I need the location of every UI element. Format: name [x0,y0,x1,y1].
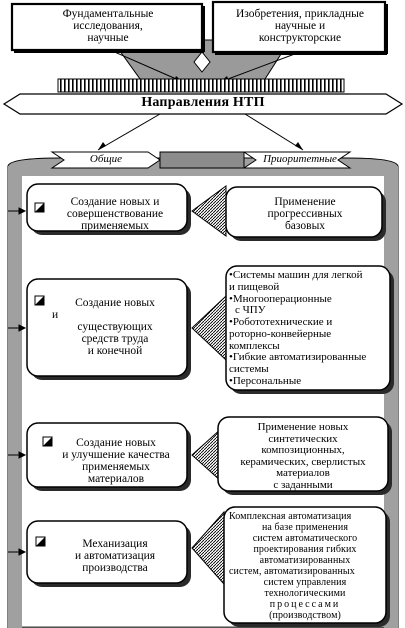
left-box-line: производства [82,562,148,575]
left-box-line: Создание новых [75,297,155,309]
left-box-line: применяемых [81,220,149,233]
right-box-line: •Персональные [229,374,302,387]
box-bullets [34,202,53,547]
left-box-line: материалов [87,473,145,486]
diagram-title: Направления НТП [141,95,265,110]
right-box-line: на базе применения [261,522,349,533]
right-box-2-text: •Системы машин для легкой и пищевой •Мно… [229,269,389,388]
right-box-line: систем управления [263,577,347,588]
left-box-line: и автоматизация [74,550,156,563]
left-box-2-shape [26,278,191,380]
left-box-line: и конечной [87,345,143,358]
right-box-line: процессами [269,599,341,610]
left-box-line: и [52,309,59,322]
right-box-1-shape [225,186,386,241]
tab-general-shape [50,151,161,169]
right-box-line: базовых [284,220,326,233]
diamond-connector [193,51,211,73]
right-box-line: Применение новых [257,421,349,433]
top-left-box [10,2,205,53]
right-box-2-shape [225,265,394,394]
left-box-3-shape [26,422,191,491]
tab-divider [159,151,245,169]
left-box-3-text: Создание новых и улучшение качества прим… [46,437,186,485]
right-box-line: Комплексная автоматизация [229,511,352,522]
left-grey-strip [8,166,22,628]
right-box-line: •Робототехнические и [229,316,333,329]
left-box-4-shape [26,520,191,587]
right-box-4-text: Комплексная автоматизация на базе примен… [229,511,381,621]
top-left-text: Фундаментальные исследования, научные [16,8,200,44]
right-box-4-shape [223,506,390,627]
right-box-line: системы [229,363,269,376]
arrow-top-left [109,49,184,83]
left-box-line: и улучшение качества [62,449,170,462]
left-box-line: Создание новых [76,437,156,449]
left-box-line: совершенствование [66,208,164,221]
left-box-line: Создание новых и [70,196,160,208]
tab-general: Общие [89,153,123,165]
top-right-line: Изобретения, прикладные [235,8,365,20]
right-box-3-text: Применение новых синтетических композици… [221,421,385,491]
top-left-line: исследования, [73,20,143,33]
top-right-line: научные и [274,20,326,33]
title-banner [2,93,404,115]
right-box-1-text: Применение прогрессивных базовых [230,196,380,232]
right-box-line: систем, автоматизированных [229,566,355,577]
top-left-line: научные [87,32,129,45]
top-right-box [211,0,388,55]
left-box-line: средств труда [81,333,149,346]
tab-priority: Приоритетные [263,153,337,165]
right-box-line: синтетических [268,432,338,445]
right-box-line: керамических, сверлистых [240,455,366,468]
right-box-line: (производством) [269,610,341,621]
right-box-line: систем автоматического [252,533,358,544]
top-right-text: Изобретения, прикладные научные и констр… [216,8,384,44]
left-box-2-text: Создание новых и существующих средств тр… [46,297,184,357]
left-box-1-shape [26,183,191,235]
right-box-3-shape [217,416,392,495]
right-box-line: автоматизированных [259,555,351,566]
right-box-line: роторно-конвейерные [229,327,332,340]
right-box-line: комплексы [229,339,280,352]
left-box-1-text: Создание новых и совершенствование приме… [46,196,184,232]
right-box-line: материалов [276,467,330,480]
right-box-line: проектирования гибких [253,544,357,555]
left-box-line: применяемых [82,461,150,474]
top-right-line: конструкторские [258,32,342,45]
right-box-line: композиционных, [261,444,345,457]
right-box-line: •Системы машин для легкой [229,269,363,281]
tab-priority-shape [242,151,352,169]
left-box-line: Механизация [82,538,148,550]
right-box-line: и пищевой [229,280,280,293]
left-box-4-text: Механизация и автоматизация производства [46,538,184,574]
left-box-line: существующих [77,321,153,334]
arrow-top-right [219,51,301,83]
top-left-line: Фундаментальные [62,8,154,20]
right-box-line: прогрессивных [267,208,343,221]
right-box-line: Применение [274,196,336,208]
striped-bar [57,78,345,93]
right-box-line: •Гибкие автоматизированные [229,351,367,364]
right-box-line: •Многооперационные [229,292,332,305]
right-box-line: технологическими [264,588,346,599]
right-box-line: с ЧПУ [235,304,266,317]
right-box-line: с заданными [273,478,333,491]
side-arrows [8,207,27,556]
